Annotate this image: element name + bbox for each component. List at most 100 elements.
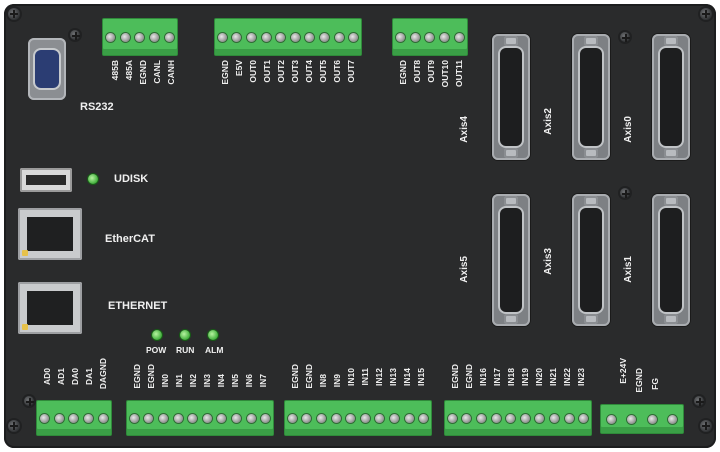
pin-label: EGND [464, 364, 474, 389]
pin-label: IN14 [402, 368, 412, 386]
pin-label: EGND [132, 364, 142, 389]
screw-icon [8, 8, 20, 20]
pin-label: IN6 [244, 374, 254, 388]
pin-label: AD1 [56, 368, 66, 386]
terminal-outputs[interactable] [214, 18, 362, 56]
pin-label: DA1 [84, 368, 94, 386]
pin-label: IN2 [188, 374, 198, 388]
alm-label: ALM [205, 345, 224, 355]
pin-label: IN11 [360, 368, 370, 386]
pin-label: OUT11 [454, 60, 464, 87]
terminal-inputs-2[interactable] [284, 400, 432, 436]
udisk-label: UDISK [114, 173, 149, 185]
run-led [180, 330, 190, 340]
terminal-analog[interactable] [36, 400, 112, 436]
pin-label: IN8 [318, 374, 328, 388]
screw-icon [620, 188, 630, 198]
pin-label: CANL [152, 60, 162, 84]
pin-label: IN7 [258, 374, 268, 388]
pin-label: IN0 [160, 374, 170, 388]
axis1-label: Axis1 [623, 256, 634, 283]
pin-label: OUT5 [318, 60, 328, 83]
pin-label: IN15 [416, 368, 426, 386]
pin-label: EGND [634, 368, 644, 393]
ethernet-port[interactable] [18, 282, 82, 334]
pin-label: OUT4 [304, 60, 314, 83]
pin-label: FG [650, 378, 660, 390]
axis3-label: Axis3 [543, 248, 554, 275]
pin-label: IN10 [346, 368, 356, 386]
axis1-connector[interactable] [652, 194, 690, 326]
pin-label: EGND [138, 60, 148, 85]
pin-label: OUT9 [426, 60, 436, 83]
terminal-outputs-2[interactable] [392, 18, 468, 56]
pin-label: IN1 [174, 374, 184, 388]
pin-label: OUT0 [248, 60, 258, 83]
pin-label: E+24V [618, 358, 628, 384]
pow-led [152, 330, 162, 340]
pin-label: IN16 [478, 368, 488, 386]
pin-label: E5V [234, 60, 244, 77]
pin-label: OUT3 [290, 60, 300, 83]
pin-label: IN18 [506, 368, 516, 386]
pin-label: AD0 [42, 368, 52, 386]
pin-label: EGND [450, 364, 460, 389]
alm-led [208, 330, 218, 340]
ethercat-label: EtherCAT [105, 233, 155, 245]
axis5-connector[interactable] [492, 194, 530, 326]
axis4-label: Axis4 [459, 116, 470, 143]
pin-label: OUT8 [412, 60, 422, 83]
usb-port[interactable] [20, 168, 72, 192]
pin-label: EGND [146, 364, 156, 389]
terminal-comm[interactable] [102, 18, 178, 56]
axis3-connector[interactable] [572, 194, 610, 326]
axis4-connector[interactable] [492, 34, 530, 160]
rs232-connector[interactable] [28, 38, 66, 100]
pin-label: OUT2 [276, 60, 286, 83]
screw-icon [24, 396, 34, 406]
axis5-label: Axis5 [459, 256, 470, 283]
terminal-inputs-3[interactable] [444, 400, 592, 436]
screw-icon [620, 32, 630, 42]
pin-label: IN17 [492, 368, 502, 386]
pin-label: 485A [124, 60, 134, 81]
screw-icon [70, 30, 80, 40]
pin-label: IN20 [534, 368, 544, 386]
run-label: RUN [176, 345, 195, 355]
pin-label: EGND [304, 364, 314, 389]
pin-label: OUT1 [262, 60, 272, 83]
pin-label: EGND [220, 60, 230, 85]
pin-label: IN12 [374, 368, 384, 386]
udisk-led [88, 174, 98, 184]
pin-label: OUT10 [440, 60, 450, 88]
pin-label: 485B [110, 60, 120, 81]
pin-label: IN3 [202, 374, 212, 388]
pin-label: IN23 [576, 368, 586, 386]
axis2-connector[interactable] [572, 34, 610, 160]
pin-label: EGND [290, 364, 300, 389]
ethernet-label: ETHERNET [108, 300, 168, 312]
axis2-label: Axis2 [543, 108, 554, 135]
pin-label: OUT7 [346, 60, 356, 83]
rs232-label: RS232 [80, 101, 114, 113]
pin-label: CANH [166, 60, 176, 85]
pin-label: IN19 [520, 368, 530, 386]
ethercat-port[interactable] [18, 208, 82, 260]
terminal-inputs-1[interactable] [126, 400, 274, 436]
pin-label: IN5 [230, 374, 240, 388]
axis0-connector[interactable] [652, 34, 690, 160]
screw-icon [694, 396, 704, 406]
pow-label: POW [146, 345, 167, 355]
screw-icon [8, 420, 20, 432]
pin-label: IN21 [548, 368, 558, 386]
pin-label: OUT6 [332, 60, 342, 83]
pin-label: EGND [398, 60, 408, 85]
pin-label: IN9 [332, 374, 342, 388]
pin-label: IN22 [562, 368, 572, 386]
pin-label: DA0 [70, 368, 80, 386]
screw-icon [700, 420, 712, 432]
pin-label: IN13 [388, 368, 398, 386]
controller-panel: RS232 UDISK EtherCAT ETHERNET POW RUN AL… [4, 4, 716, 448]
screw-icon [700, 8, 712, 20]
terminal-power[interactable] [600, 404, 684, 434]
